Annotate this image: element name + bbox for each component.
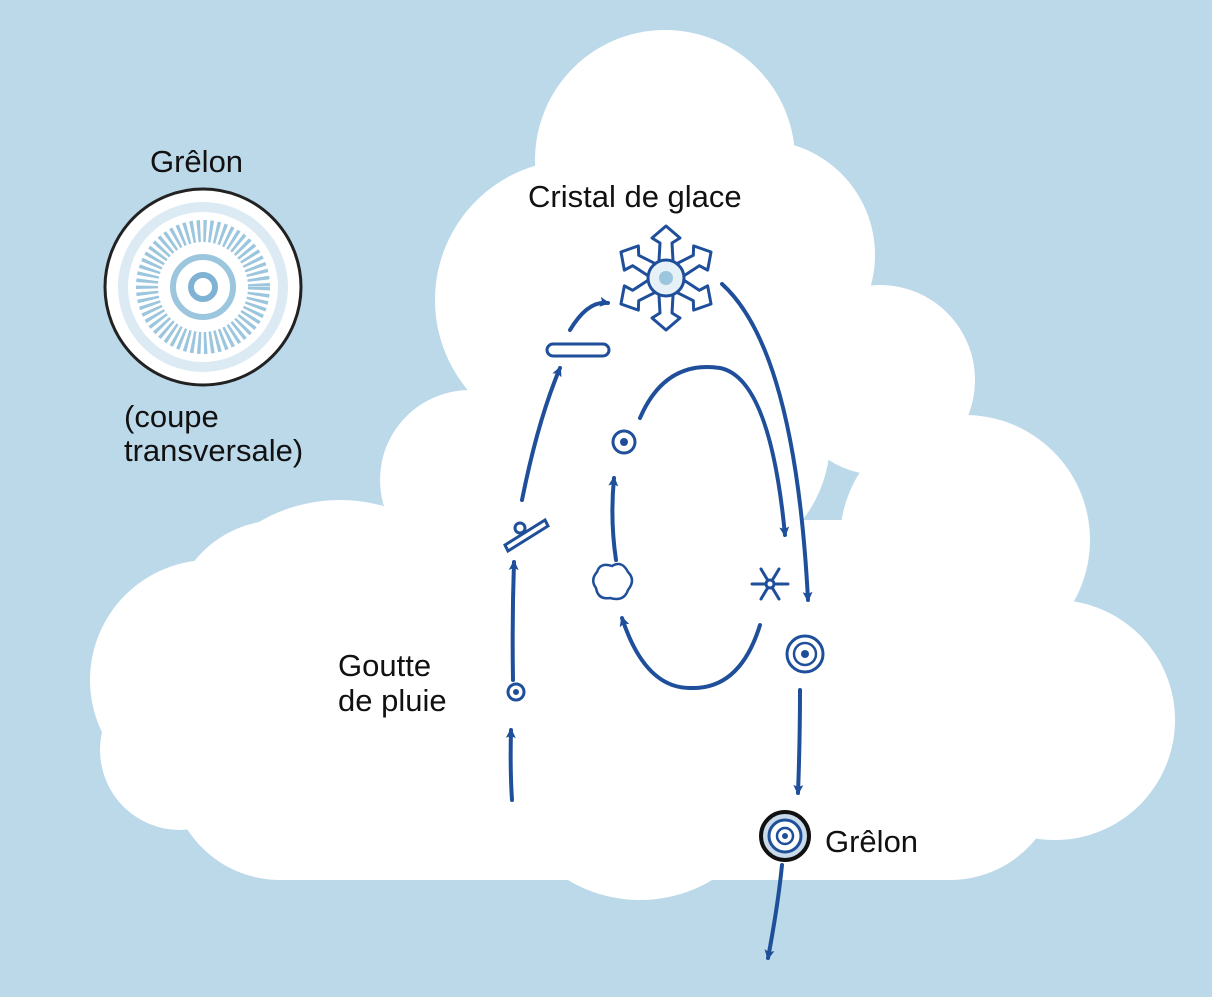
- raindrop-icon: [506, 682, 526, 702]
- falling-arrow-main: [720, 282, 813, 602]
- updraft-arrow: [505, 728, 516, 802]
- rising-arrow-1: [508, 560, 519, 682]
- ice-needle-icon: [545, 342, 611, 358]
- ice-crystal-label: Cristal de glace: [528, 179, 742, 214]
- rising-arrow-2: [520, 366, 562, 502]
- hailstone-icon: [759, 810, 811, 862]
- small-crystal-icon: [503, 517, 550, 554]
- small-hailstone-icon: [611, 429, 637, 455]
- hailstone-cross-section-icon: [103, 187, 303, 387]
- cross-section-label-line1: (coupe: [124, 399, 219, 434]
- graupel-icon: [592, 562, 634, 601]
- cloud: [90, 30, 1175, 900]
- ice-crystal-icon: [619, 224, 713, 332]
- falling-arrow-lower: [793, 688, 804, 795]
- raindrop-label-line2: de pluie: [338, 683, 447, 718]
- hail-path-arrows: [505, 282, 813, 960]
- growing-hailstone-icon: [785, 634, 825, 674]
- hailstone-final-label: Grêlon: [825, 824, 919, 859]
- cross-section-label-line2: transversale): [124, 433, 304, 468]
- recirculation-arrow-right: [619, 616, 762, 691]
- rising-arrow-3: [568, 296, 610, 332]
- hailstone-section-title: Grêlon: [150, 144, 244, 179]
- falling-arrow-exit: [764, 863, 784, 960]
- recirculation-arrow-left: [608, 476, 619, 562]
- raindrop-label-line1: Goutte: [338, 648, 432, 683]
- recirculation-arrow-top: [638, 365, 790, 537]
- snowflake-icon: [750, 567, 790, 601]
